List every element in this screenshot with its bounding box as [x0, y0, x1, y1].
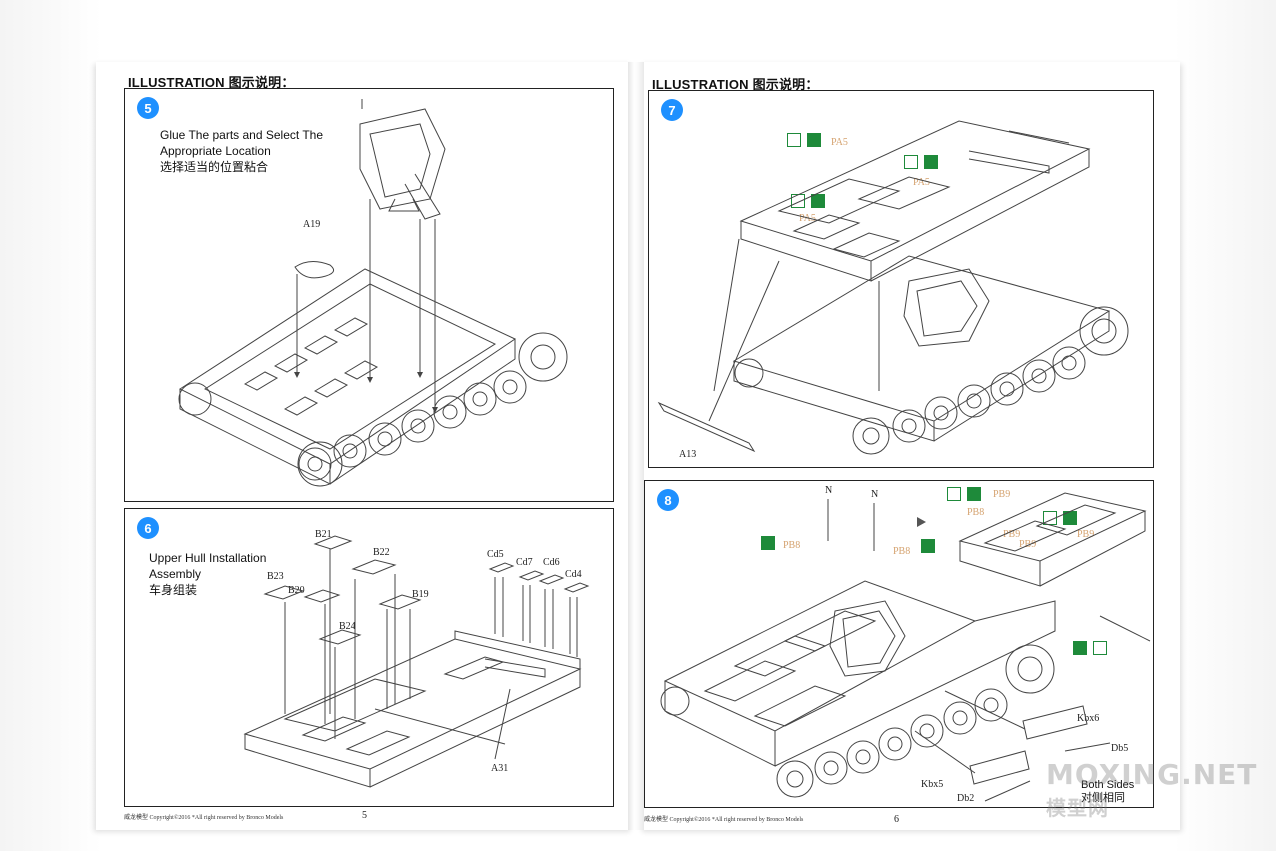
step7-badge: 7	[661, 99, 683, 121]
part-label-b20: B20	[288, 585, 305, 596]
both-sides-label: Both Sides	[1081, 779, 1135, 791]
part-label-cd6: Cd6	[543, 557, 560, 568]
direction-arrow-icon	[917, 517, 926, 527]
photoetch-icon	[807, 133, 821, 147]
part-label-pb9-2: PB9	[1003, 529, 1021, 540]
photoetch-icon	[967, 487, 981, 501]
part-label-a31: A31	[491, 763, 509, 774]
photoetch-icon	[921, 539, 935, 553]
part-label-pb9-1: PB9	[993, 489, 1011, 500]
left-page-header: ILLUSTRATION 图示说明：	[128, 75, 295, 90]
part-label-db2: Db2	[957, 793, 975, 804]
part-label-pb8-1: PB8	[783, 540, 801, 551]
part-label-b23: B23	[267, 571, 284, 582]
part-label-n-1: N	[825, 485, 833, 496]
step6-instruction-line1: Upper Hull Installation	[149, 551, 267, 565]
part-label-cd5: Cd5	[487, 549, 504, 560]
step8-panel: 8 N N PB8 PB8 PB9 PB8 PB9 PB9 PB9 Kbx6 D…	[644, 480, 1154, 808]
right-page-number: 6	[894, 814, 899, 825]
step7-panel: 7 PA5 PA5 PA5 A13	[648, 90, 1154, 468]
part-label-pa5-3: PA5	[799, 213, 816, 224]
left-page-footer: 威龙模型 Copyright©2016 *All right reserved …	[124, 815, 284, 821]
step7-hull-drawing	[657, 120, 1129, 455]
step8-badge: 8	[657, 489, 679, 511]
photoetch-icon	[811, 194, 825, 208]
step5-instruction: Glue The parts and Select The Appropriat…	[160, 127, 323, 175]
watermark-logo-cn: 模型网	[1046, 796, 1109, 820]
part-label-pb9-4: PB9	[1077, 529, 1095, 540]
photoetch-icon	[924, 155, 938, 169]
step8-hull-drawing	[660, 492, 1151, 802]
glue-arrow-icon	[904, 155, 918, 169]
step5-instruction-line1: Glue The parts and Select The	[160, 128, 323, 142]
step6-upper-hull-drawing	[243, 535, 590, 788]
right-page-header: ILLUSTRATION 图示说明：	[652, 77, 819, 92]
part-label-kbx6: Kbx6	[1077, 713, 1100, 724]
part-label-cd4: Cd4	[565, 569, 582, 580]
part-label-b22: B22	[373, 547, 390, 558]
step6-instruction-line2: Assembly	[149, 567, 202, 581]
right-page-footer: 威龙模型 Copyright©2016 *All right reserved …	[644, 817, 804, 823]
part-label-kbx5: Kbx5	[921, 779, 944, 790]
step5-panel: 5 Glue The parts and Select The Appropri…	[124, 88, 614, 502]
part-label-a13: A13	[679, 449, 697, 460]
part-label-b24: B24	[339, 621, 356, 632]
step6-instruction-cn: 车身组装	[149, 583, 198, 597]
watermark-logo-text: MOXING.NET	[1046, 758, 1258, 791]
step6-badge: 6	[137, 517, 159, 539]
step6-instruction: Upper Hull Installation Assembly 车身组装	[149, 550, 266, 598]
part-label-b19: B19	[412, 589, 429, 600]
glue-arrow-icon	[787, 133, 801, 147]
part-label-cd7: Cd7	[516, 557, 533, 568]
part-label-pb9-3: PB9	[1019, 539, 1037, 550]
photoetch-icon	[1073, 641, 1087, 655]
part-label-a19: A19	[303, 219, 321, 230]
part-label-n-2: N	[871, 489, 879, 500]
glue-arrow-icon	[1093, 641, 1107, 655]
both-sides-note: Both Sides 对侧相同	[1081, 779, 1134, 805]
part-label-pb8-3: PB8	[967, 507, 985, 518]
both-sides-label-cn: 对侧相同	[1081, 792, 1125, 804]
part-label-pa5-1: PA5	[831, 137, 848, 148]
step6-panel: 6 Upper Hull Installation Assembly 车身组装 …	[124, 508, 614, 807]
step5-badge: 5	[137, 97, 159, 119]
glue-arrow-icon	[947, 487, 961, 501]
step5-instruction-cn: 选择适当的位置粘合	[160, 160, 269, 174]
step5-hull-drawing	[178, 99, 568, 487]
part-label-db5: Db5	[1111, 743, 1129, 754]
booklet-spine	[628, 62, 644, 830]
part-label-pa5-2: PA5	[913, 177, 930, 188]
step5-instruction-line2: Appropriate Location	[160, 144, 271, 158]
left-page-number: 5	[362, 810, 367, 821]
part-label-b21: B21	[315, 529, 332, 540]
part-label-pb8-2: PB8	[893, 546, 911, 557]
photoetch-icon	[761, 536, 775, 550]
